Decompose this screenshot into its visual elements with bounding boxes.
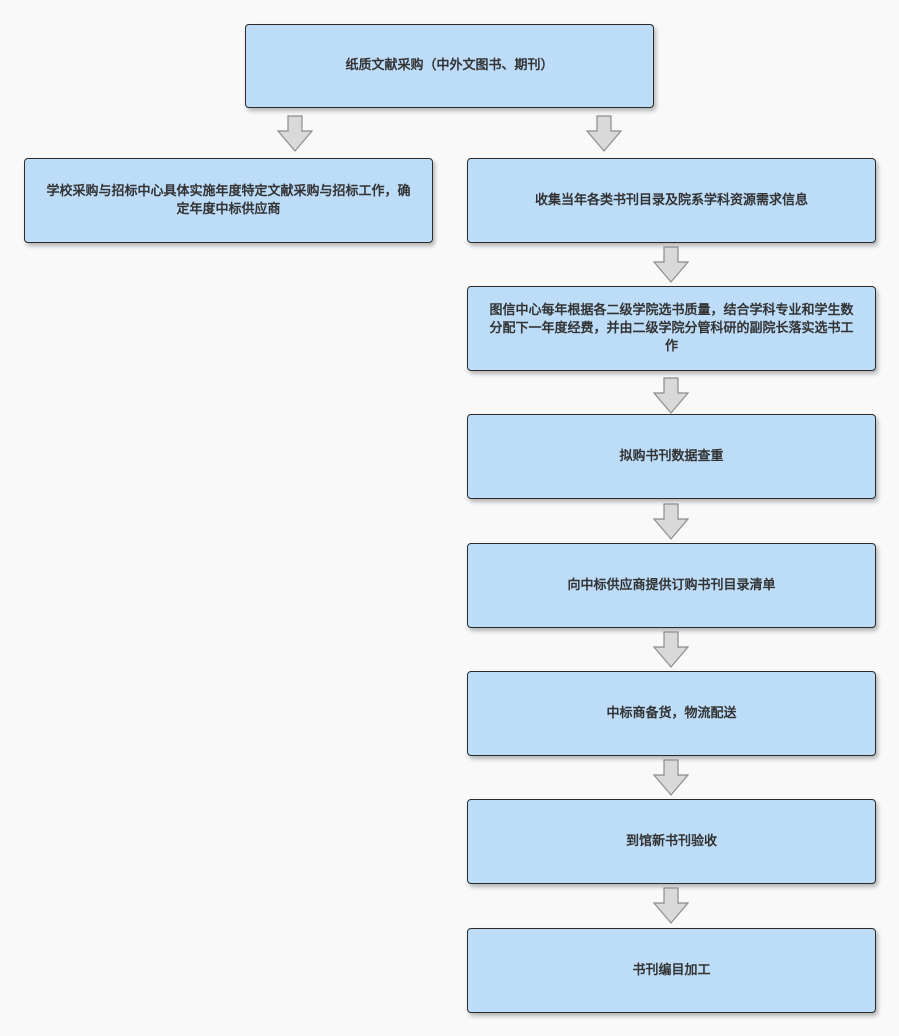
node-label: 向中标供应商提供订购书刊目录清单 xyxy=(567,577,776,593)
node-label: 到馆新书刊验收 xyxy=(625,833,717,849)
node-label: 纸质文献采购（中外文图书、期刊） xyxy=(345,58,554,73)
node-label: 中标商备货，物流配送 xyxy=(606,705,737,721)
node-label: 收集当年各类书刊目录及院系学科资源需求信息 xyxy=(534,192,808,208)
node-acceptance: 到馆新书刊验收 xyxy=(467,799,876,884)
node-label: 拟购书刊数据查重 xyxy=(619,448,724,464)
arrow-down-icon xyxy=(651,759,691,797)
arrow-down-icon xyxy=(584,115,624,153)
node-dedupe-check: 拟购书刊数据查重 xyxy=(467,414,876,499)
node-label: 书刊编目加工 xyxy=(632,962,711,978)
node-cataloging: 书刊编目加工 xyxy=(467,928,876,1013)
arrow-down-icon xyxy=(651,887,691,925)
node-label: 图信中心每年根据各二级学院选书质量，结合学科专业和学生数分配下一年度经费，并由二… xyxy=(489,302,854,354)
node-allocate-funds: 图信中心每年根据各二级学院选书质量，结合学科专业和学生数分配下一年度经费，并由二… xyxy=(467,286,876,371)
node-delivery: 中标商备货，物流配送 xyxy=(467,671,876,756)
arrow-down-icon xyxy=(651,246,691,284)
node-label: 学校采购与招标中心具体实施年度特定文献采购与招标工作，确定年度中标供应商 xyxy=(46,183,411,217)
node-submit-list: 向中标供应商提供订购书刊目录清单 xyxy=(467,543,876,628)
arrow-down-icon xyxy=(651,631,691,669)
arrow-down-icon xyxy=(651,503,691,541)
node-school-bidding: 学校采购与招标中心具体实施年度特定文献采购与招标工作，确定年度中标供应商 xyxy=(24,158,433,243)
node-collect-catalogs: 收集当年各类书刊目录及院系学科资源需求信息 xyxy=(467,158,876,243)
arrow-down-icon xyxy=(651,377,691,415)
node-paper-procurement: 纸质文献采购（中外文图书、期刊） xyxy=(245,24,654,108)
arrow-down-icon xyxy=(275,115,315,153)
